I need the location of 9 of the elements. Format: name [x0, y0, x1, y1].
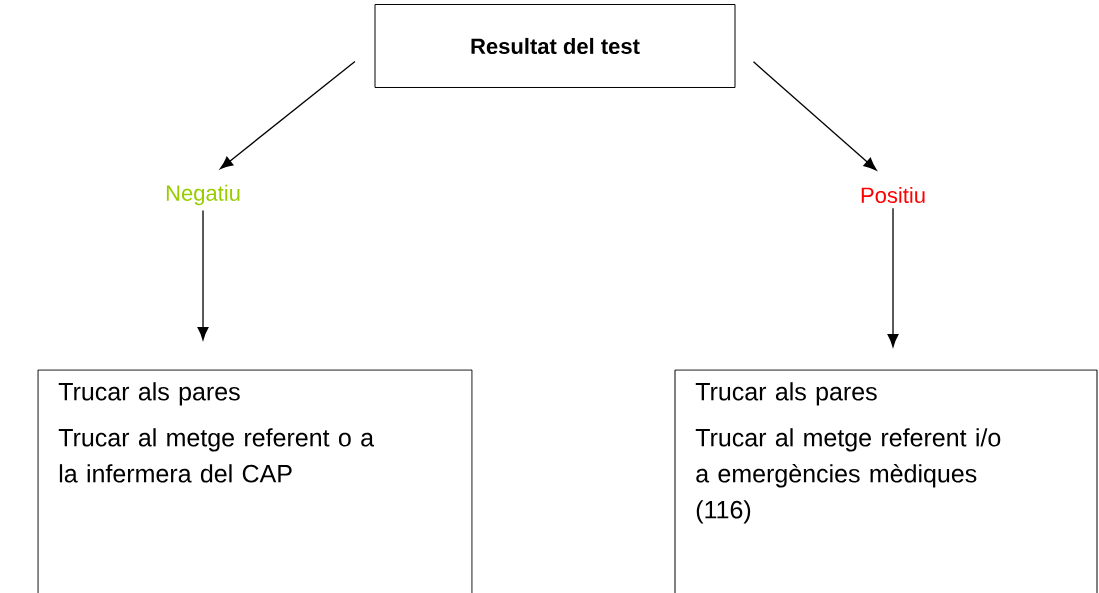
arrow	[197, 209, 209, 341]
result-label: Positiu	[861, 186, 925, 204]
result-label: Negatiu	[166, 184, 240, 206]
arrow	[887, 207, 899, 348]
action-box: Trucar als pares Trucar al metge referent o a la infermera del CAP	[37, 369, 473, 593]
arrow	[752, 61, 877, 171]
action-box: Trucar als pares Trucar al metge referent i/o a emergències mèdiques (116)	[674, 369, 1098, 593]
arrow	[220, 60, 356, 170]
title-box: Resultat del test	[374, 4, 736, 88]
